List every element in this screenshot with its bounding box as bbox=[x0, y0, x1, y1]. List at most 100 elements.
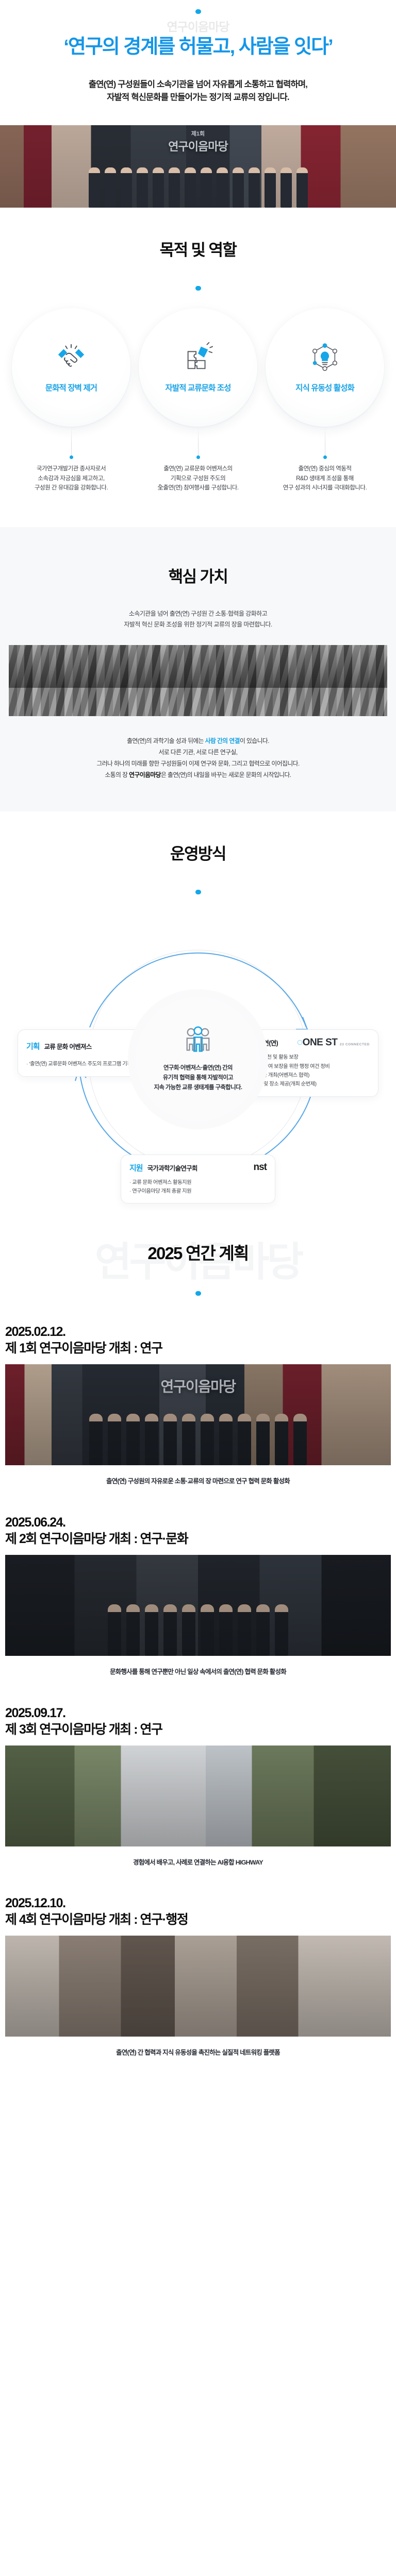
plan-event[interactable]: 2025.02.12. 제 1회 연구이음마당 개최 : 연구 연구이음마당 출… bbox=[0, 1325, 396, 1486]
nst-logo: nst bbox=[253, 1161, 267, 1173]
core-value-line1-post: 이 있습니다. bbox=[239, 737, 270, 745]
event-photo-people bbox=[5, 1409, 391, 1466]
event-photo bbox=[5, 1936, 391, 2037]
list-item: 어벤져스 추천 및 활동 보장 bbox=[240, 1053, 370, 1062]
photo-overlay bbox=[5, 1936, 391, 2037]
plan-title: 2025 연간 계획 bbox=[147, 1244, 249, 1263]
event-photo: 연구이음마당 bbox=[5, 1364, 391, 1466]
handshake-icon bbox=[58, 344, 85, 367]
plan-section: 연구이음마당 2025 연간 계획 bbox=[0, 1204, 396, 1296]
onest-logo: ◌ONE ST 23 CONNECTED bbox=[296, 1037, 370, 1048]
connector-node-icon bbox=[69, 455, 73, 459]
event-date: 2025.12.10. bbox=[5, 1896, 66, 1911]
connector-line bbox=[71, 426, 72, 455]
connector-line bbox=[197, 426, 199, 455]
core-value-line4-post: 은 출연(연)의 내일을 바꾸는 새로운 문화의 시작입니다. bbox=[160, 771, 291, 778]
hero-photo: 제1회 연구이음마당 bbox=[0, 125, 396, 208]
purpose-card-bubble: 지식 유동성 활성화 bbox=[266, 308, 384, 427]
hero-section: 연구이음마당 ‘연구의 경계를 허물고, 사람을 잇다’ 출연(연) 구성원들이… bbox=[0, 0, 396, 208]
event-photo bbox=[5, 1555, 391, 1656]
hero-photo-banner-small: 제1회 bbox=[191, 130, 205, 137]
event-date: 2025.06.24. bbox=[5, 1515, 66, 1530]
photo-overlay bbox=[5, 1745, 391, 1846]
photo-overlay bbox=[5, 1555, 391, 1656]
purpose-card-bubble: 문화적 장벽 제거 bbox=[12, 308, 130, 427]
operation-box-list: 교류 문화 어벤져스 활동지원 연구이음마당 개최 총괄 지원 bbox=[129, 1178, 267, 1196]
purpose-card-label: 지식 유동성 활성화 bbox=[295, 383, 355, 393]
operation-box-tag: 기획 bbox=[26, 1042, 40, 1051]
list-item: 주도적 행사 개최(어벤져스 협력) bbox=[240, 1071, 370, 1080]
accent-tick-icon bbox=[195, 890, 201, 895]
operation-box-header: 지원 국가과학기술연구회 nst bbox=[129, 1162, 267, 1173]
operation-title: 운영방식 bbox=[170, 845, 226, 863]
hero-eyebrow: 연구이음마당 bbox=[167, 20, 230, 33]
event-title: 제 4회 연구이음마당 개최 : 연구·행정 bbox=[5, 1912, 189, 1927]
core-value-line2: 서로 다른 기관, 서로 다른 연구실, bbox=[158, 748, 238, 756]
plan-event[interactable]: 2025.09.17. 제 3회 연구이음마당 개최 : 연구 경험에서 배우고… bbox=[0, 1706, 396, 1868]
core-value-brand: 연구이음마당 bbox=[129, 771, 161, 778]
accent-tick-icon bbox=[195, 285, 201, 291]
event-photo-people bbox=[5, 1599, 391, 1656]
event-date: 2025.09.17. bbox=[5, 1705, 66, 1720]
photo-overlay bbox=[5, 1364, 391, 1466]
list-item: 교류 문화 어벤져스 활동지원 bbox=[129, 1178, 267, 1187]
core-value-line1-pre: 출연(연)의 과학기술 성과 뒤에는 bbox=[127, 737, 205, 745]
plan-event[interactable]: 2025.06.24. 제 2회 연구이음마당 개최 : 연구·문화 문화행사를… bbox=[0, 1515, 396, 1677]
nst-logo-text: nst bbox=[253, 1161, 267, 1173]
hero-photo-people bbox=[0, 163, 396, 208]
operation-box-list: 어벤져스 추천 및 활동 보장 전 구성원 참여 보장을 위한 행정 여건 정비… bbox=[240, 1053, 370, 1089]
hero-photo-banner: 연구이음마당 bbox=[168, 140, 228, 153]
hero-subtitle: 출연(연) 구성원들이 소속기관을 넘어 자유롭게 소통하고 협력하며,자발적 … bbox=[88, 79, 308, 103]
event-photo-banner: 연구이음마당 bbox=[160, 1379, 237, 1395]
page-root: 연구이음마당 ‘연구의 경계를 허물고, 사람을 잇다’ 출연(연) 구성원들이… bbox=[0, 0, 396, 2075]
plan-event[interactable]: 2025.12.10. 제 4회 연구이음마당 개최 : 연구·행정 출연(연)… bbox=[0, 1896, 396, 2075]
list-item: 운영 인력 및 장소 제공(개최 순번제) bbox=[240, 1080, 370, 1089]
core-value-line4-pre: 소통의 장 bbox=[105, 771, 129, 778]
core-value-paragraph: 출연(연)의 과학기술 성과 뒤에는 사람 간의 연결이 있습니다. 서로 다른… bbox=[0, 736, 396, 811]
list-item: ‘출연(연) 교류문화 어벤져스 주도의 프로그램 기획’ bbox=[26, 1060, 156, 1069]
lightbulb-network-icon bbox=[312, 343, 338, 371]
event-photo bbox=[5, 1745, 391, 1846]
core-value-photo bbox=[9, 645, 387, 717]
people-group-icon bbox=[186, 1026, 210, 1052]
event-date: 2025.02.12. bbox=[5, 1325, 66, 1340]
purpose-card-label: 문화적 장벽 제거 bbox=[45, 383, 97, 393]
onest-logo-text: ONE ST bbox=[302, 1037, 338, 1048]
connector-node-icon bbox=[323, 455, 327, 459]
event-title: 제 2회 연구이음마당 개최 : 연구·문화 bbox=[5, 1532, 189, 1547]
list-item: 전 구성원 참여 보장을 위한 행정 여건 정비 bbox=[240, 1062, 370, 1071]
operation-box-org: 국가과학기술연구회 bbox=[147, 1164, 198, 1172]
accent-tick-icon bbox=[195, 1291, 201, 1296]
event-caption: 경험에서 배우고, 사례로 연결하는 AI융합 HIGHWAY bbox=[133, 1858, 263, 1866]
event-title: 제 1회 연구이음마당 개최 : 연구 bbox=[5, 1341, 163, 1356]
operation-diagram: 기획 교류 문화 어벤져스 ‘출연(연) 교류문화 어벤져스 주도의 프로그램 … bbox=[18, 915, 378, 1204]
plan-watermark: 연구이음마당 bbox=[94, 1239, 304, 1285]
accent-dot-icon bbox=[195, 9, 201, 14]
puzzle-icon bbox=[187, 342, 213, 369]
operation-box-org: 교류 문화 어벤져스 bbox=[44, 1043, 92, 1050]
purpose-section: 목적 및 역할 문화적 장벽 제거 bbox=[0, 208, 396, 493]
page-title: ‘연구의 경계를 허물고, 사람을 잇다’ bbox=[63, 36, 333, 58]
event-caption: 출연(연) 구성원의 자유로운 소통·교류의 장 마련으로 연구 협력 문화 활… bbox=[106, 1478, 290, 1485]
core-value-highlight: 사람 간의 연결 bbox=[205, 737, 240, 745]
core-value-title: 핵심 가치 bbox=[168, 568, 228, 586]
event-caption: 문화행사를 통해 연구뿐만 아닌 일상 속에서의 출연(연) 협력 문화 활성화 bbox=[110, 1668, 287, 1676]
onest-logo-sub: 23 CONNECTED bbox=[339, 1042, 370, 1046]
purpose-card-label: 자발적 교류문화 조성 bbox=[165, 383, 231, 393]
operation-box-support[interactable]: 지원 국가과학기술연구회 nst 교류 문화 어벤져스 활동지원 연구이음마당 … bbox=[121, 1154, 275, 1204]
purpose-title: 목적 및 역할 bbox=[159, 241, 237, 259]
operation-box-tag: 지원 bbox=[129, 1163, 143, 1173]
list-item: 연구이음마당 개최 총괄 지원 bbox=[129, 1187, 267, 1196]
purpose-card-bubble: 자발적 교류문화 조성 bbox=[139, 308, 257, 427]
event-caption: 출연(연) 간 협력과 지식 유동성을 촉진하는 실질적 네트워킹 플랫폼 bbox=[116, 2049, 280, 2057]
